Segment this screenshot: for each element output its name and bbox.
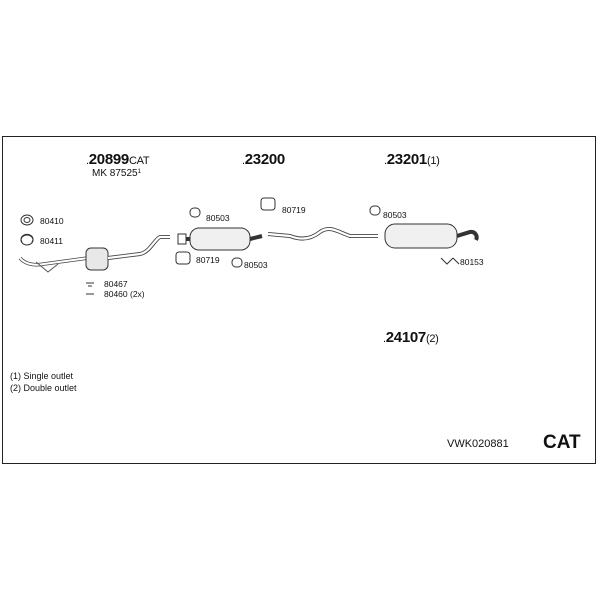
label-80467: 80467 (104, 279, 128, 289)
label-80719b: 80719 (196, 255, 220, 265)
label-80503b: 80503 (244, 260, 268, 270)
label-80719a: 80719 (282, 205, 306, 215)
label-80503c: 80503 (383, 210, 407, 220)
part-number: 20899 (88, 151, 130, 168)
part-prefix: . (86, 155, 89, 167)
label-80460: 80460 (2x) (104, 289, 145, 299)
label-80411: 80411 (40, 236, 64, 246)
part-suffix: CAT (128, 155, 150, 167)
note-double-outlet: (2) Double outlet (10, 383, 77, 393)
kit-code: VWK020881 (447, 438, 509, 450)
label-80503a: 80503 (206, 213, 230, 223)
bolt-80467-icon (86, 282, 94, 287)
hanger-80153-icon (440, 257, 460, 265)
clamp-80719b-icon (175, 251, 191, 265)
part-23200: .23200 (242, 151, 285, 168)
middle-silencer-23200 (189, 227, 251, 251)
catalytic-converter (85, 247, 109, 271)
label-80410: 80410 (40, 216, 64, 226)
gasket-80410 (20, 214, 34, 226)
clamp-80503a-icon (189, 207, 201, 218)
kit-type: CAT (543, 432, 581, 453)
clamp-80503b-icon (231, 257, 243, 268)
part-23201: .23201(1) (384, 151, 440, 168)
rear-silencer-24107 (384, 223, 458, 249)
note-single-outlet: (1) Single outlet (10, 371, 74, 381)
clamp-80719a-icon (260, 197, 276, 211)
part-24107: .24107(2) (383, 329, 439, 346)
clamp-80503c-icon (369, 205, 381, 216)
part-mk: MK 875251 (92, 168, 141, 179)
diagram-frame (2, 136, 596, 464)
label-80153: 80153 (460, 257, 484, 267)
part-20899: .20899CAT (86, 151, 150, 168)
